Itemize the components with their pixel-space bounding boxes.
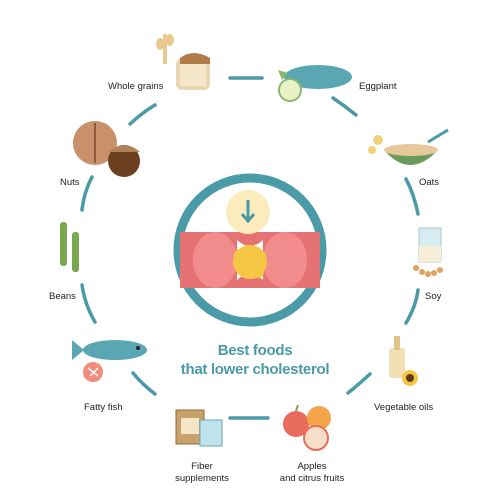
label-oats: Oats [419,177,440,188]
fish-icon [72,340,147,382]
title-line-1: Best foods [217,342,293,359]
label-fiber-line1: Fiber [191,461,213,472]
soy-milk-icon [413,227,443,277]
walnut-icon [73,121,140,177]
label-fatty-fish: Fatty fish [84,402,123,413]
stock-id-watermark: Adobe Stock | #278769498 [0,380,14,500]
oil-bottle-icon [389,336,418,386]
label-soy: Soy [425,291,442,302]
label-nuts: Nuts [60,177,80,188]
eggplant-icon [278,65,352,102]
diagram-title: Best foods that lower cholesterol [180,341,330,379]
label-fiber-line2: supplements [175,473,229,484]
label-beans: Beans [49,291,76,302]
label-eggplant: Eggplant [359,81,397,92]
connector-arcs [80,76,420,420]
artery-illustration [173,173,327,327]
apple-orange-icon [283,404,331,451]
label-apples-line1: Apples [297,461,327,472]
label-whole-grains: Whole grains [108,81,164,92]
label-vegetable-oils: Vegetable oils [374,402,434,413]
green-beans-icon [60,222,79,272]
label-apples-line2: and citrus fruits [279,473,345,484]
supplement-jars-icon [175,409,223,447]
bread-icon [156,34,210,90]
oats-bowl-icon [368,128,449,165]
title-line-2: that lower cholesterol [180,361,330,378]
